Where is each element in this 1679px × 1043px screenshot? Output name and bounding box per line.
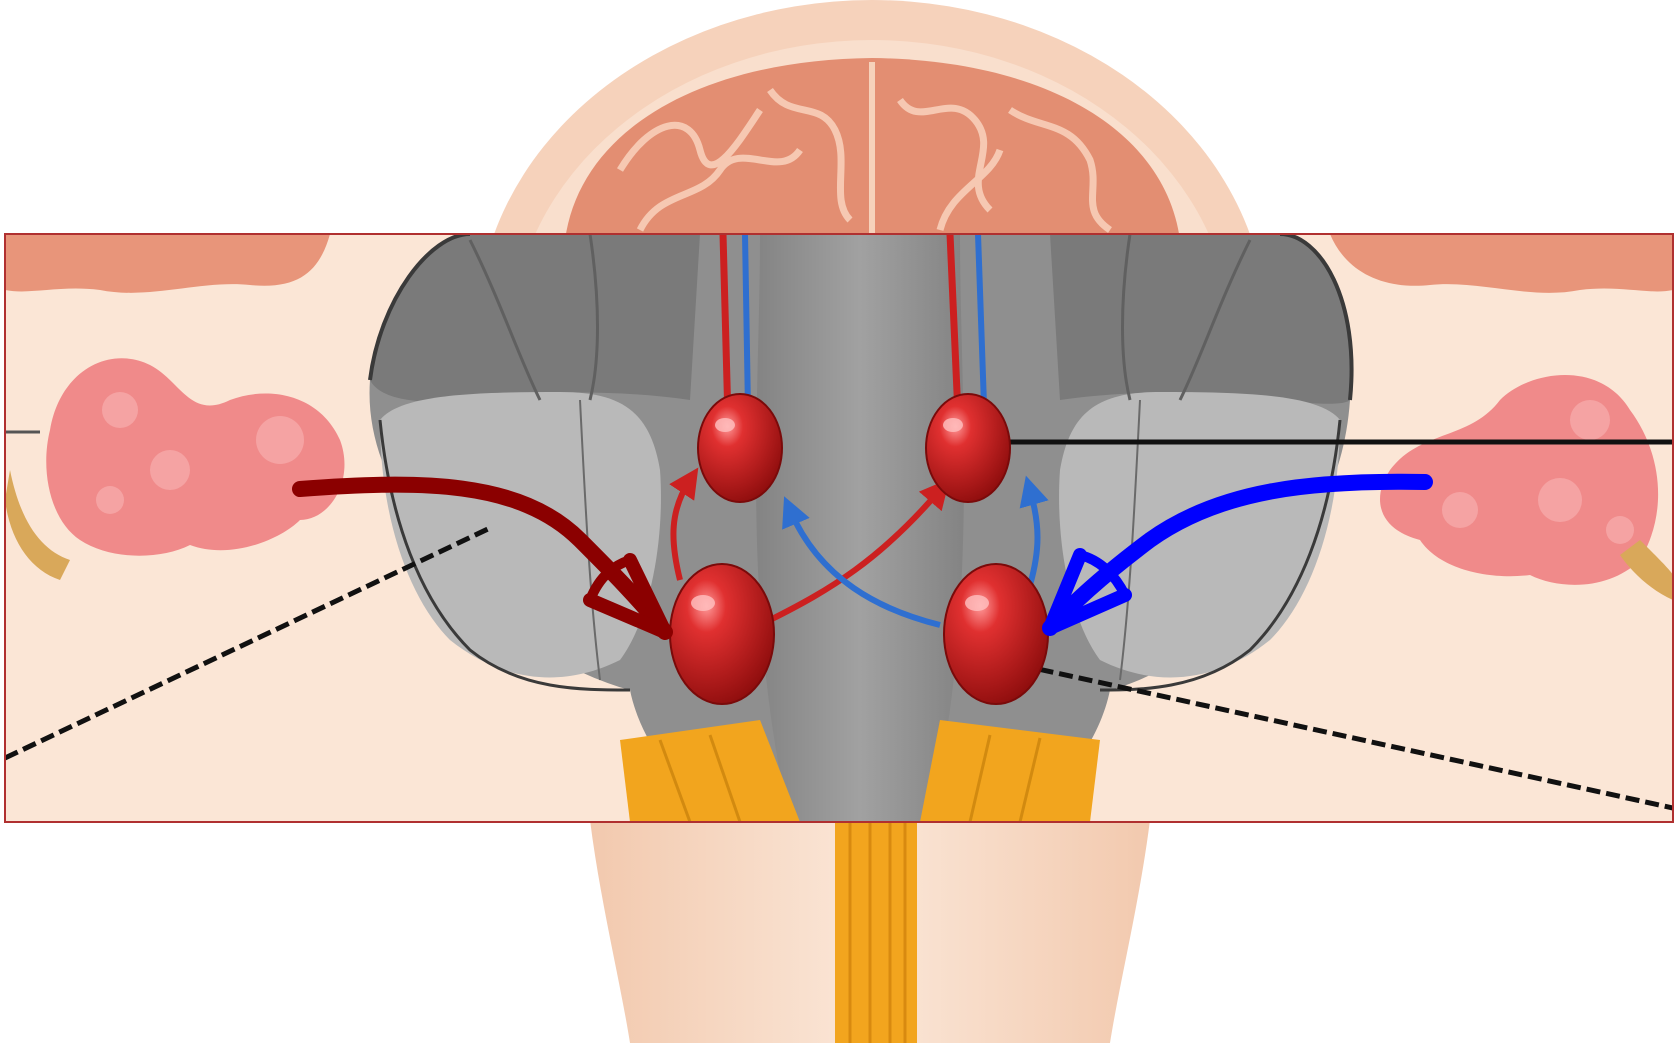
cortex-strip-left [5,234,330,293]
nucleus-ball-icon [944,564,1048,704]
nucleus-ball-icon [926,394,1010,502]
spinal-cord [835,820,917,1043]
nucleus-ball-icon [670,564,774,704]
nucleus-ball-icon [698,394,782,502]
zoom-inset [5,234,1673,822]
